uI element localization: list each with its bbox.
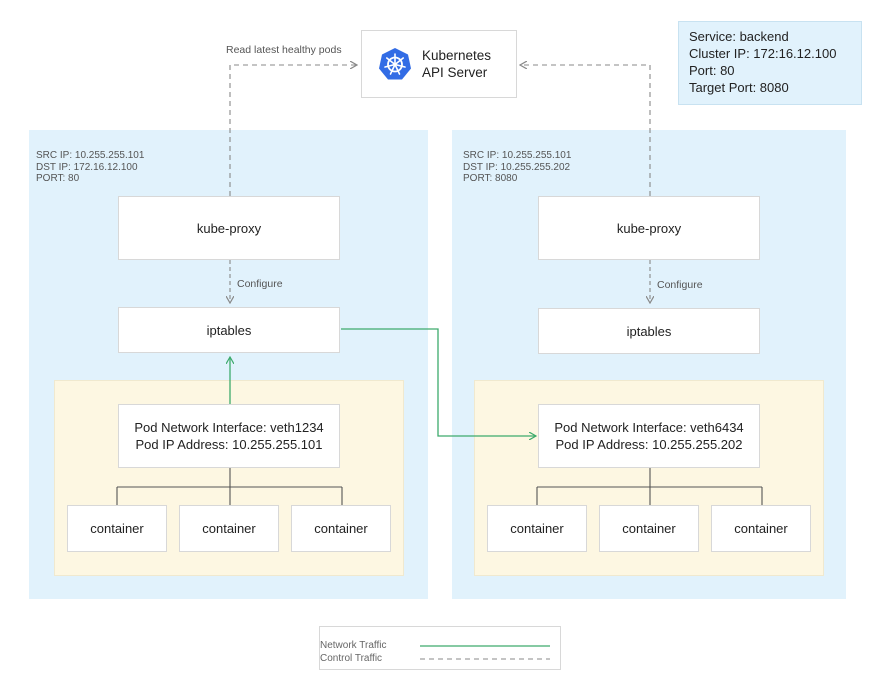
left-iptables-box: iptables xyxy=(118,307,340,353)
right-container-3: container xyxy=(711,505,811,552)
left-container-1: container xyxy=(67,505,167,552)
left-container-2: container xyxy=(179,505,279,552)
service-target-port: Target Port: 8080 xyxy=(689,80,789,95)
control-line-right-api xyxy=(520,65,651,196)
right-configure-label: Configure xyxy=(657,279,703,291)
right-pod-interface-name: Pod Network Interface: veth6434 xyxy=(554,420,744,435)
service-info-box: Service: backend Cluster IP: 172:16.12.1… xyxy=(678,21,862,105)
read-pods-label: Read latest healthy pods xyxy=(226,44,356,56)
left-pod-interface-box: Pod Network Interface: veth1234 Pod IP A… xyxy=(118,404,340,468)
legend-control-label: Control Traffic xyxy=(320,653,383,664)
left-packet-info: SRC IP: 10.255.255.101 DST IP: 172.16.12… xyxy=(36,150,145,184)
api-server-box: Kubernetes API Server xyxy=(361,30,517,98)
left-pod-ip: Pod IP Address: 10.255.255.101 xyxy=(135,437,323,452)
service-name: Service: backend xyxy=(689,29,789,44)
right-kube-proxy-box: kube-proxy xyxy=(538,196,760,260)
network-line-iptables-to-remote-pod xyxy=(341,328,536,436)
right-container-tree xyxy=(536,468,763,505)
legend-labels: Network Traffic Control Traffic xyxy=(320,639,387,665)
right-pod-interface-box: Pod Network Interface: veth6434 Pod IP A… xyxy=(538,404,760,468)
right-pod-ip: Pod IP Address: 10.255.255.202 xyxy=(555,437,743,452)
left-container-tree xyxy=(116,468,343,505)
right-iptables-box: iptables xyxy=(538,308,760,354)
legend-network-label: Network Traffic xyxy=(320,640,387,651)
left-kube-proxy-box: kube-proxy xyxy=(118,196,340,260)
api-server-label: Kubernetes API Server xyxy=(422,48,492,80)
service-cluster-ip: Cluster IP: 172:16.12.100 xyxy=(689,46,837,61)
left-container-3: container xyxy=(291,505,391,552)
kubernetes-logo-icon xyxy=(378,47,412,81)
left-configure-label: Configure xyxy=(237,278,283,290)
right-container-1: container xyxy=(487,505,587,552)
right-packet-info: SRC IP: 10.255.255.101 DST IP: 10.255.25… xyxy=(463,150,572,184)
right-container-2: container xyxy=(599,505,699,552)
left-pod-interface-name: Pod Network Interface: veth1234 xyxy=(134,420,324,435)
control-line-left-api xyxy=(229,65,357,196)
service-port: Port: 80 xyxy=(689,63,735,78)
